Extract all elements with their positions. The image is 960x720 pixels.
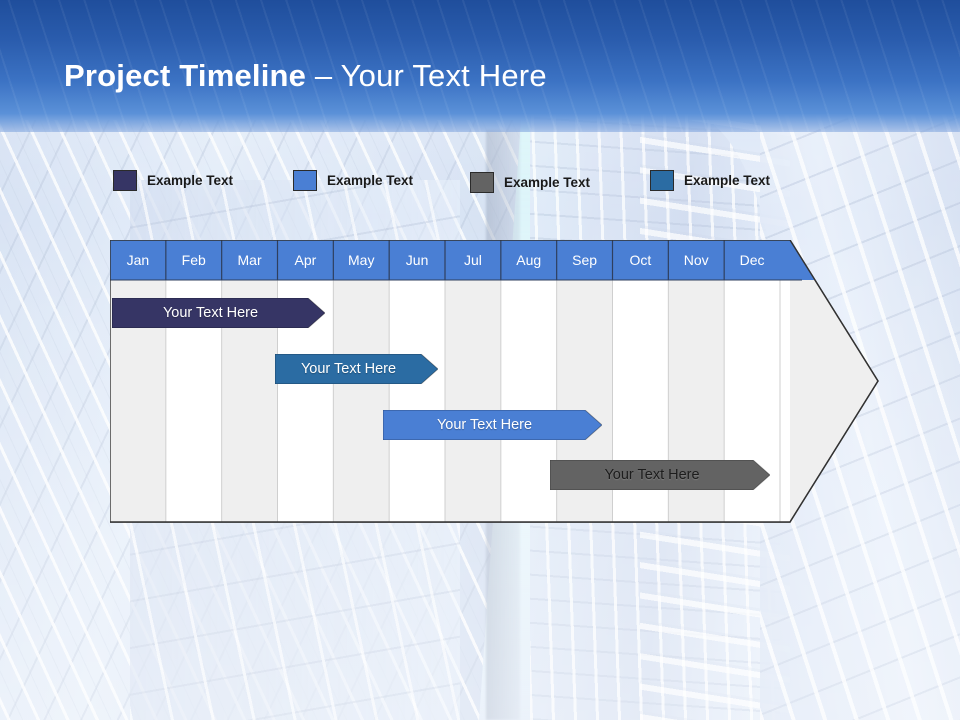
month-header-dec[interactable]: Dec: [739, 252, 765, 268]
timeline-chart: Jan Feb Mar Apr May Jun Jul Aug Sep Oct Nov Dec You…: [110, 240, 880, 523]
legend-swatch-icon-3: [470, 172, 494, 193]
task-bar-shape-4: [550, 460, 770, 490]
month-header-feb[interactable]: Feb: [181, 252, 206, 268]
chart-header-fill: [110, 240, 790, 280]
chart-column-stripe: [389, 280, 445, 522]
header-band: Project Timeline – Your Text Here: [0, 0, 960, 132]
month-header-oct[interactable]: Oct: [629, 252, 652, 268]
month-header-sep[interactable]: Sep: [572, 252, 598, 268]
month-header-mar[interactable]: Mar: [237, 252, 262, 268]
legend-item-1: Example Text: [113, 170, 233, 191]
task-bar-arrow-icon-2: [275, 354, 438, 384]
page-title-strong: Project Timeline: [64, 58, 307, 93]
task-bar-2[interactable]: Your Text Here: [275, 354, 438, 384]
task-bar-arrow-icon-3: [383, 410, 602, 440]
chart-column-stripe: [780, 280, 790, 522]
task-bar-arrow-icon-4: [550, 460, 770, 490]
task-bar-shape-3: [383, 410, 602, 440]
legend-item-2: Example Text: [293, 170, 413, 191]
chart-column-stripe: [333, 280, 390, 522]
legend-swatch-icon-4: [650, 170, 674, 191]
legend-label-1: Example Text: [147, 173, 234, 188]
chart-arrow-outline-top: [110, 240, 879, 523]
task-bar-arrow-icon-1: [112, 298, 325, 328]
month-header-aug[interactable]: Aug: [516, 252, 542, 268]
page-title-separator: –: [306, 58, 341, 93]
legend-item-3: Example Text: [470, 172, 590, 193]
month-header-jan[interactable]: Jan: [126, 252, 150, 268]
month-header-may[interactable]: May: [348, 252, 375, 268]
legend-label-2: Example Text: [327, 173, 414, 188]
page-title-light: Your Text Here: [340, 58, 547, 93]
task-bar-shape-2: [275, 354, 438, 384]
task-bar-shape-1: [112, 298, 325, 328]
month-header-nov[interactable]: Nov: [683, 252, 709, 268]
legend-swatch-icon-2: [293, 170, 317, 191]
task-bar-label-3: Your Text Here: [436, 417, 533, 433]
chart-column-stripe: [445, 280, 501, 522]
month-header-jun[interactable]: Jun: [405, 252, 429, 268]
chart-header-row: [110, 240, 815, 281]
task-bar-label-1: Your Text Here: [162, 305, 259, 321]
chart-column-stripe: [500, 280, 557, 522]
task-bar-label-2: Your Text Here: [300, 361, 397, 377]
page-title: Project Timeline – Your Text Here: [64, 58, 547, 94]
legend-item-4: Example Text: [650, 170, 770, 191]
legend-label-3: Example Text: [504, 175, 591, 190]
task-bar-3[interactable]: Your Text Here: [383, 410, 602, 440]
task-bar-4[interactable]: Your Text Here: [550, 460, 770, 490]
legend-swatch-icon-1: [113, 170, 137, 191]
legend-label-4: Example Text: [684, 173, 771, 188]
month-header-apr[interactable]: Apr: [294, 252, 317, 268]
task-bar-label-4: Your Text Here: [604, 467, 700, 483]
task-bar-1[interactable]: Your Text Here: [112, 298, 325, 328]
month-header-jul[interactable]: Jul: [463, 252, 482, 268]
